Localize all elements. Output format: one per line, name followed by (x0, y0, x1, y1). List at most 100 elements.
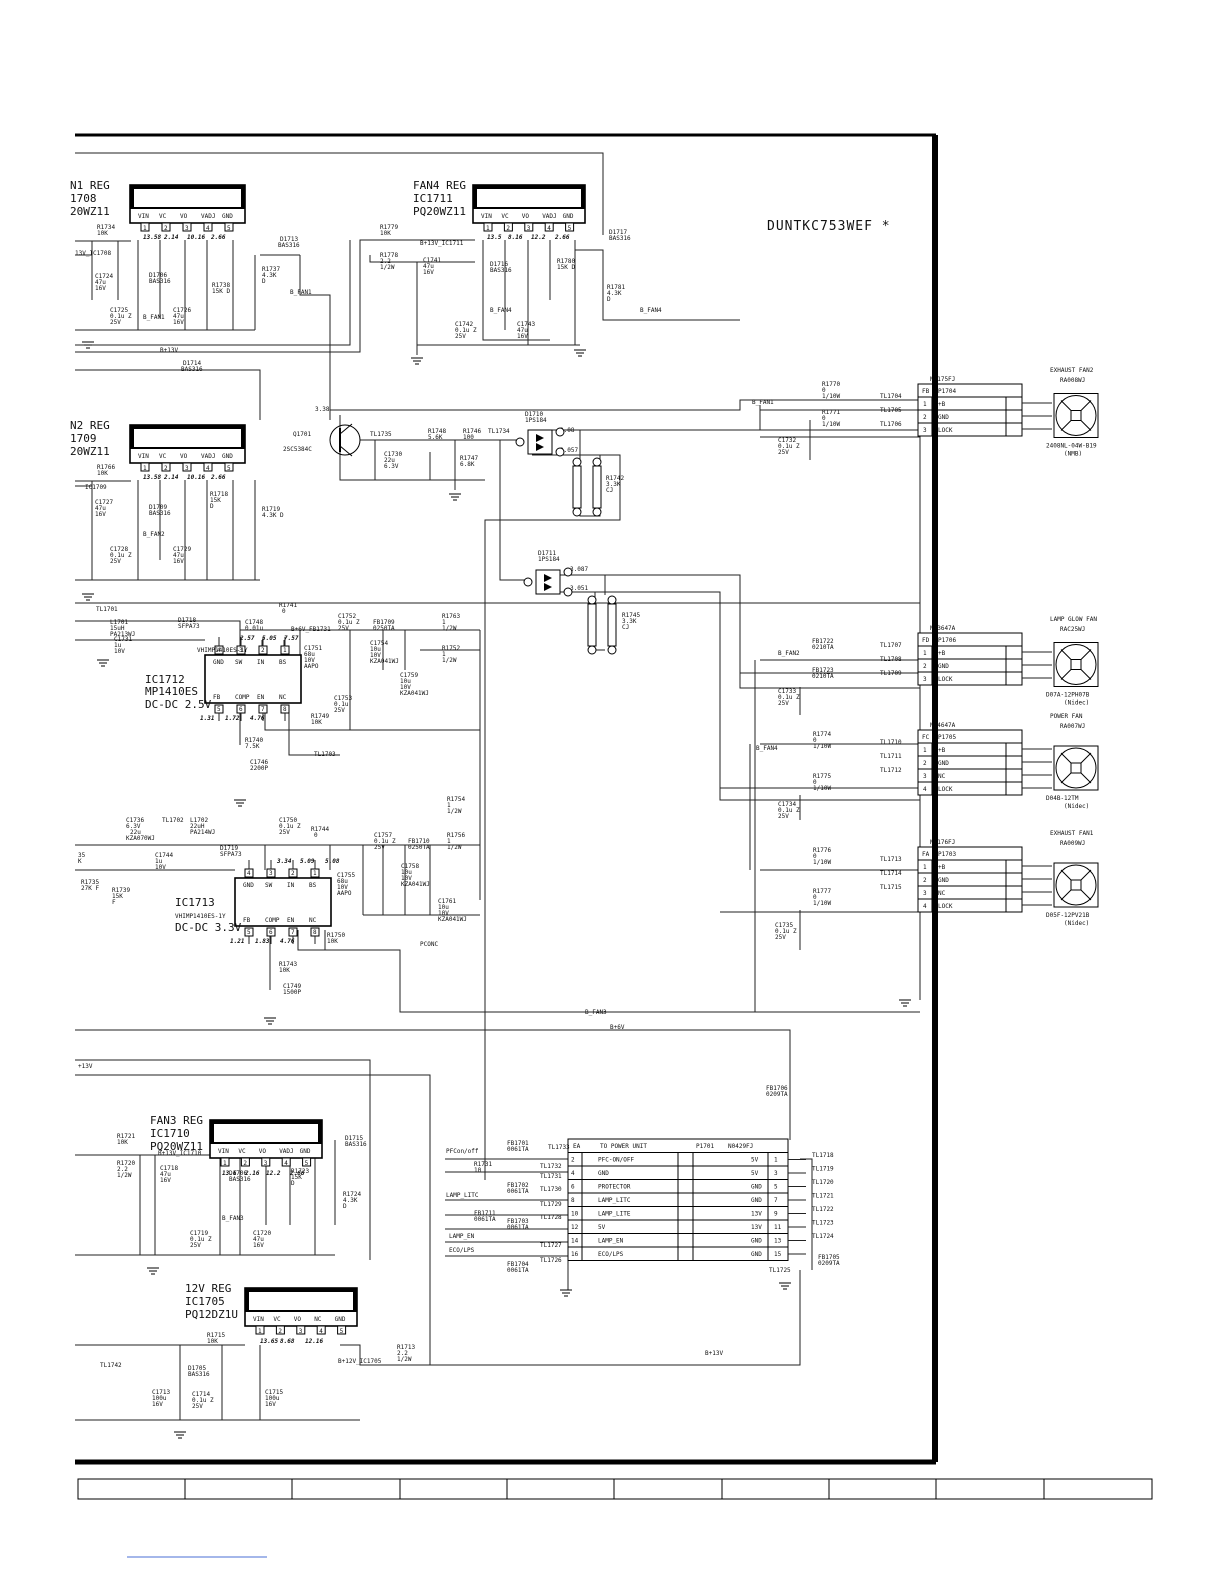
component-label: 10V (400, 684, 411, 691)
pin-number: 5 (227, 465, 231, 472)
component-label: 10V (114, 648, 125, 655)
pin-voltage: 13.5 (487, 234, 502, 241)
pin-name: GND (213, 659, 224, 666)
resistor (587, 603, 597, 647)
power-pin-name: ECO/LPS (598, 1251, 624, 1258)
power-part: N0429FJ (728, 1143, 753, 1150)
component-label: C1753 (334, 695, 352, 702)
wire (288, 705, 340, 756)
pin-name: COMP (235, 694, 250, 701)
component-label: 1/2W (442, 657, 457, 664)
pin-voltage: 3.34 (276, 858, 292, 865)
component-label: R1776 (813, 847, 831, 854)
component-label: 22uH (190, 823, 205, 830)
component-label: PA213WJ (110, 631, 135, 638)
connector-pin-number: 2 (923, 877, 927, 884)
component-label: 47u (95, 279, 106, 286)
fan-ring (1055, 395, 1097, 436)
component-label: 3.3K (622, 618, 637, 625)
component-label: FB1701 (507, 1140, 529, 1147)
dcdc-body (234, 877, 332, 927)
component-label: 47u (253, 1236, 264, 1243)
component-label: 0.1u Z (778, 807, 800, 814)
pin-box (220, 1157, 230, 1167)
test-land: TL1710 (880, 739, 902, 746)
fan-hub (1070, 762, 1082, 774)
pin-number: 2 (164, 465, 168, 472)
test-land: TL1721 (812, 1193, 834, 1200)
component-label: 1 (447, 802, 451, 809)
pin-voltage: 1.83 (255, 938, 270, 945)
pin-name: GND (222, 453, 233, 460)
pin-box (483, 222, 493, 232)
component-label: 47u (160, 1171, 171, 1178)
power-pin-left: 2 (571, 1157, 575, 1164)
component-label: 1u (155, 858, 163, 865)
pin-number: 4 (284, 1160, 288, 1167)
power-pin-left: 12 (571, 1224, 579, 1231)
component-label: R1721 (117, 1133, 135, 1140)
component-label: C1725 (110, 307, 128, 314)
connector-pin-number: 4 (923, 786, 927, 793)
component-label: Q1701 (293, 431, 311, 438)
component-label: FB1722 (812, 638, 834, 645)
test-land: TL1705 (880, 407, 902, 414)
pin-name: VIN (253, 1316, 264, 1323)
pin-box (224, 222, 234, 232)
component-label: 47u (173, 313, 184, 320)
wire (297, 930, 920, 1013)
component-label: B_FAN2 (778, 650, 800, 657)
power-pin-name: PFC-ON/OFF (598, 1157, 635, 1164)
component-label: C1746 (250, 759, 268, 766)
component-label: 10V (337, 884, 348, 891)
component-label: 10V (304, 657, 315, 664)
pin-circle (555, 447, 565, 457)
fan-model: 2408NL-04W-B19 (1046, 443, 1097, 450)
component-label: C1730 (384, 451, 402, 458)
component-label: 1PS184 (538, 556, 560, 563)
component-label: C1724 (95, 273, 113, 280)
wire (369, 255, 418, 355)
power-pin-name: PROTECTOR (598, 1184, 631, 1191)
component-label: TL1703 (314, 751, 336, 758)
component-label: BAS316 (278, 242, 300, 249)
component-label: 1/2W (447, 844, 462, 851)
component-label: B_FAN4 (490, 307, 512, 314)
test-land: TL1706 (880, 421, 902, 428)
pin-circle (523, 577, 533, 587)
ground-symbol (779, 1282, 791, 1290)
connector-pin-name: NC (938, 773, 946, 780)
component-label: 25V (110, 558, 121, 565)
component-label: 0 (813, 894, 817, 901)
component-label: 4.3K D (262, 512, 284, 519)
wire (75, 240, 351, 346)
component-label: TL1725 (769, 1267, 791, 1274)
wire-nets (75, 152, 921, 1421)
component-label: 10K (97, 470, 108, 477)
component-label: R1719 (262, 506, 280, 513)
pin-number: 1 (283, 647, 287, 654)
transistor-emitter (339, 445, 353, 457)
component-label: D1709 (149, 504, 167, 511)
component-label: R1740 (245, 737, 263, 744)
component-label: 1/10W (813, 743, 831, 750)
component-label: 0061TA (507, 1267, 529, 1274)
component-label: 6.8K (460, 461, 475, 468)
connector-part: N04647A (930, 722, 956, 729)
component-label: TL1732 (540, 1163, 562, 1170)
component-label: FB1703 (507, 1218, 529, 1225)
component-label: C1736 (126, 817, 144, 824)
component-label: D1706 (229, 1170, 247, 1177)
pin-voltage: 8.16 (508, 234, 523, 241)
fan-icon (1053, 642, 1099, 687)
power-pin-right: 7 (774, 1197, 778, 1204)
pin-number: 4 (217, 647, 221, 654)
pin-box (203, 462, 213, 472)
pin-number: 7 (261, 706, 265, 713)
dcdc-desc: DC-DC 2.5V (145, 698, 212, 711)
fan-ring (1055, 644, 1097, 685)
pin-box (281, 1157, 291, 1167)
